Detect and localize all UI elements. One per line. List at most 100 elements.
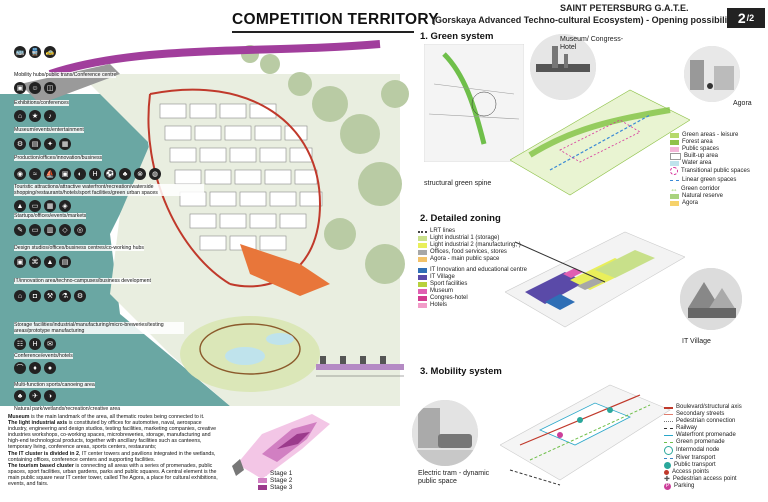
mobility-legend: Boulevard/structural axis Secondary stre…: [664, 404, 742, 490]
legend-label: Green areas - leisure: [682, 132, 739, 138]
chart-icon: ▤: [59, 256, 71, 268]
legend-label: Agora - main public space: [430, 256, 500, 262]
legend-swatch: [670, 201, 679, 206]
legend-swatch: [418, 243, 427, 248]
legend-waterfront: Waterfront promenade: [664, 432, 742, 439]
legend-swatch: [418, 296, 427, 301]
legend-it-village: IT Village: [418, 274, 528, 281]
hotel-icon: H: [89, 168, 101, 180]
legend-green-corridor: ⇔Green corridor: [670, 186, 750, 194]
legend-swatch: [664, 421, 673, 422]
legend-label: LRT lines: [430, 228, 456, 234]
market-icon: ◈: [59, 200, 71, 212]
bike-icon: ⊗: [134, 168, 146, 180]
legend-offices: Offices, food services, stores: [418, 249, 528, 256]
legend-built-up: Built-up area: [670, 153, 750, 160]
legend-swatch: [664, 414, 673, 415]
leaf-icon: ♣: [14, 390, 26, 402]
legend-it-innovation: IT Innovation and educational centre: [418, 267, 528, 274]
legend-swatch: [670, 180, 679, 181]
legend-label: Linear green spaces: [682, 177, 737, 183]
stage-legend: Stage 1 Stage 2 Stage 3: [258, 470, 292, 491]
gallery-icon: ▣: [14, 82, 26, 94]
legend-label: Parking: [674, 483, 695, 489]
label-natural-park: Natural park/wetlands/recreation/creativ…: [14, 406, 121, 412]
legend-label: Hotels: [430, 302, 448, 308]
label-tourism: Touristic attractions/attractive waterfr…: [14, 184, 204, 196]
green-system-axonometry: [510, 89, 690, 196]
coworking-icon: ◎: [74, 224, 86, 236]
legend-swatch: [664, 435, 673, 436]
conference-icon: ☷: [14, 338, 26, 350]
desc-light-industrial: is constituted by offices for automotive…: [8, 420, 217, 451]
calendar-icon: ▦: [44, 200, 56, 212]
tram-photo: [412, 400, 478, 466]
stage-1-label: Stage 1: [270, 470, 293, 477]
legend-swatch: [664, 458, 673, 459]
canoe-icon: ⌒: [14, 362, 26, 374]
briefcase-icon: ▦: [59, 138, 71, 150]
boulevard-inner: [147, 93, 231, 285]
legend-label: Pedestrian connection: [676, 418, 736, 424]
page-title: COMPETITION TERRITORY: [232, 11, 439, 28]
park-path: [199, 323, 301, 375]
icon-group-1: 🚌🚆🚕: [14, 46, 56, 58]
legend-label: Forest area: [682, 139, 713, 145]
icon-group-9: ⌂◘⚒⚗⚙: [14, 290, 86, 302]
icon-group-6: ▲▭▦◈: [14, 200, 71, 212]
ball-icon: ●: [44, 362, 56, 374]
green-spine-map: [424, 44, 524, 162]
phasing-map: [232, 414, 330, 479]
project-subtitle: (Gorskaya Advanced Techno-cultural Ecosy…: [432, 15, 743, 25]
legend-forest: Forest area: [670, 139, 750, 146]
label-startups: Startups/offices/events/markets: [14, 213, 87, 219]
people-icon: ☺: [29, 82, 41, 94]
warehouse-icon: ⌂: [14, 290, 26, 302]
legend-label: Water area: [682, 160, 712, 166]
legend-swatch: [418, 230, 427, 233]
legend-sport: Sport facilities: [418, 281, 528, 288]
desc-it-cluster-bold: The IT cluster is divided in 2: [8, 450, 79, 457]
legend-label: Access points: [672, 469, 710, 475]
event-icon: ★: [29, 110, 41, 122]
legend-swatch: [670, 194, 679, 199]
tree-icon: ♣: [119, 168, 131, 180]
zoning-legend: LRT lines Light industrial 1 (storage) L…: [418, 228, 528, 309]
desc-tourism: is connecting all areas with a series of…: [8, 462, 218, 488]
icon-group-4: ⚙▤✦▦: [14, 138, 71, 150]
stage-icon: ◫: [44, 82, 56, 94]
agora-photo: [684, 46, 740, 102]
stage-3-swatch: [258, 485, 267, 490]
pedestrian-icon: ✚: [664, 476, 670, 483]
legend-label: Natural reserve: [682, 193, 724, 199]
legend-railway: Railway: [664, 425, 742, 432]
icon-group-3: ⌂★♪: [14, 110, 56, 122]
legend-swatch: [664, 406, 673, 409]
icon-group-2: ▣☺◫: [14, 82, 56, 94]
taxi-icon: 🚕: [44, 46, 56, 58]
bus-icon: 🚌: [14, 46, 26, 58]
legend-agora: Agora: [670, 200, 750, 207]
legend-swatch: [664, 442, 673, 443]
project-name: SAINT PETERSBURG G.A.T.E.: [560, 3, 689, 13]
factory-icon: ⚙: [14, 138, 26, 150]
stage-2-label: Stage 2: [270, 477, 293, 484]
access-point-icon: [664, 470, 669, 475]
legend-swatch: [670, 167, 678, 175]
legend-label: Waterfront promenade: [676, 432, 736, 438]
page-number: 2: [737, 10, 746, 26]
legend-intermodal: Intermodal node: [664, 446, 742, 455]
desc-museum: is the main landmark of the area, all th…: [29, 414, 205, 420]
icon-group-8: ▣⌘▲▤: [14, 256, 71, 268]
public-transport-icon: [664, 462, 671, 469]
legend-label: River transport: [676, 455, 716, 461]
legend-label: Secondary streets: [676, 411, 725, 417]
stage-2-item: Stage 2: [258, 477, 292, 484]
legend-label: Intermodal node: [676, 447, 720, 453]
stage-3-area: [277, 432, 310, 449]
caption-green-spine: structural green spine: [424, 180, 492, 187]
stage-3-label: Stage 3: [270, 484, 293, 491]
bulb-icon: ✦: [44, 138, 56, 150]
icon-group-11: ⌒♦●: [14, 362, 56, 374]
legend-swatch: [418, 303, 427, 308]
